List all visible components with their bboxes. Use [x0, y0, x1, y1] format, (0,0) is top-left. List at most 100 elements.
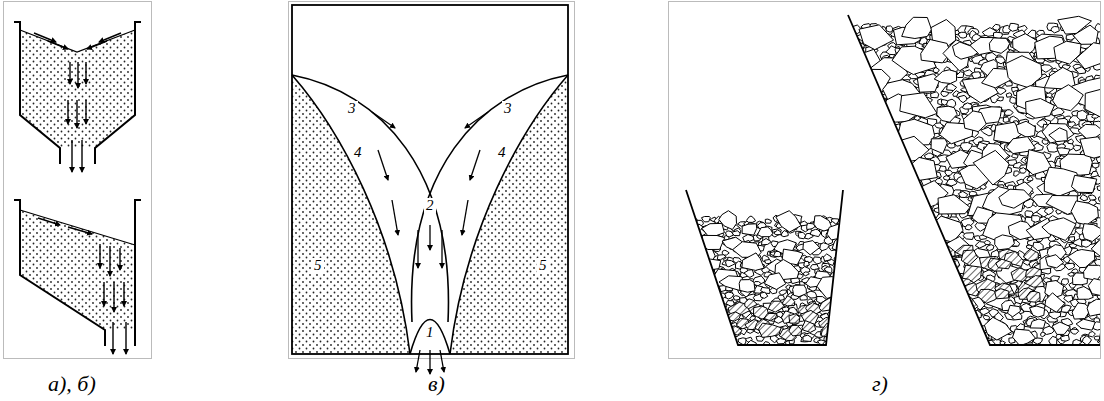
rock — [733, 296, 739, 300]
rock — [688, 329, 698, 336]
rock — [842, 251, 852, 258]
rock — [1026, 99, 1055, 119]
rock — [696, 244, 704, 249]
rock — [1049, 336, 1057, 345]
rock — [689, 246, 697, 253]
rock — [965, 225, 972, 230]
rock — [804, 261, 810, 266]
rock — [702, 307, 711, 312]
rock — [818, 340, 826, 345]
rock — [832, 297, 842, 304]
rock — [696, 269, 705, 275]
rock — [711, 296, 719, 302]
rock — [958, 32, 967, 38]
rock — [832, 336, 841, 342]
rock — [698, 275, 707, 282]
rock — [762, 239, 772, 245]
rock — [842, 324, 852, 331]
rock — [717, 311, 726, 318]
rock — [693, 252, 700, 258]
rock — [827, 260, 834, 266]
rock-fill-large — [843, 16, 1104, 348]
rock — [995, 289, 1009, 299]
rock — [687, 267, 697, 273]
rock — [713, 293, 721, 298]
rock — [1042, 218, 1076, 241]
rock — [692, 309, 698, 315]
rock — [1020, 168, 1027, 174]
rock — [807, 291, 817, 298]
rock — [839, 257, 848, 264]
rock — [886, 26, 893, 32]
rock — [931, 92, 939, 98]
rock — [859, 25, 894, 50]
rock — [937, 106, 957, 122]
rock — [931, 139, 947, 154]
rock — [1054, 41, 1081, 64]
rock — [759, 323, 782, 337]
rock — [1030, 319, 1046, 328]
rock — [703, 317, 710, 322]
rock — [723, 329, 731, 335]
rock — [764, 273, 786, 290]
rock — [984, 317, 1011, 340]
rock — [821, 323, 839, 336]
rock — [963, 233, 974, 240]
rock — [1080, 137, 1104, 158]
rock — [962, 103, 972, 109]
rock — [738, 338, 746, 345]
rock — [1080, 195, 1088, 201]
rock — [996, 259, 1012, 269]
rock — [1049, 312, 1061, 319]
rock — [1051, 27, 1059, 33]
rock — [1068, 272, 1074, 276]
hopper-a — [14, 22, 141, 172]
rock — [838, 280, 846, 286]
rock — [1097, 186, 1104, 191]
rock — [781, 231, 788, 237]
rock — [1099, 330, 1104, 342]
rock — [832, 333, 843, 340]
rock — [1065, 263, 1075, 270]
rock — [1078, 124, 1104, 139]
rock — [742, 253, 764, 271]
rock — [688, 285, 696, 292]
rock — [1085, 87, 1104, 119]
rock — [961, 250, 977, 265]
rock — [1009, 23, 1019, 31]
rock — [1076, 319, 1095, 330]
callout-number: 5 — [312, 258, 324, 273]
rock — [742, 224, 757, 235]
rock — [760, 292, 768, 298]
rock — [699, 294, 709, 302]
rock — [1061, 335, 1070, 341]
rock — [789, 325, 802, 336]
rock — [832, 238, 854, 252]
rock — [958, 95, 967, 102]
rock — [726, 339, 734, 345]
rock — [778, 295, 784, 300]
rock — [941, 253, 950, 260]
rock — [995, 235, 1015, 250]
rock — [687, 258, 697, 265]
rock — [803, 335, 812, 341]
rock — [686, 236, 692, 242]
rock — [717, 322, 726, 329]
rock — [1042, 124, 1074, 144]
callout-number: 1 — [424, 325, 436, 340]
rock — [993, 24, 1000, 30]
rock — [779, 290, 787, 295]
rock — [840, 277, 848, 283]
rock — [706, 305, 714, 310]
callout-number: 4 — [496, 145, 508, 160]
rock — [685, 225, 693, 232]
rock — [1045, 293, 1065, 312]
rock — [1083, 336, 1092, 345]
rock — [1030, 306, 1045, 317]
rock — [803, 241, 820, 255]
rock — [941, 91, 949, 96]
panel-caption: в) — [428, 373, 445, 395]
rock — [774, 230, 781, 235]
rock — [686, 274, 693, 279]
